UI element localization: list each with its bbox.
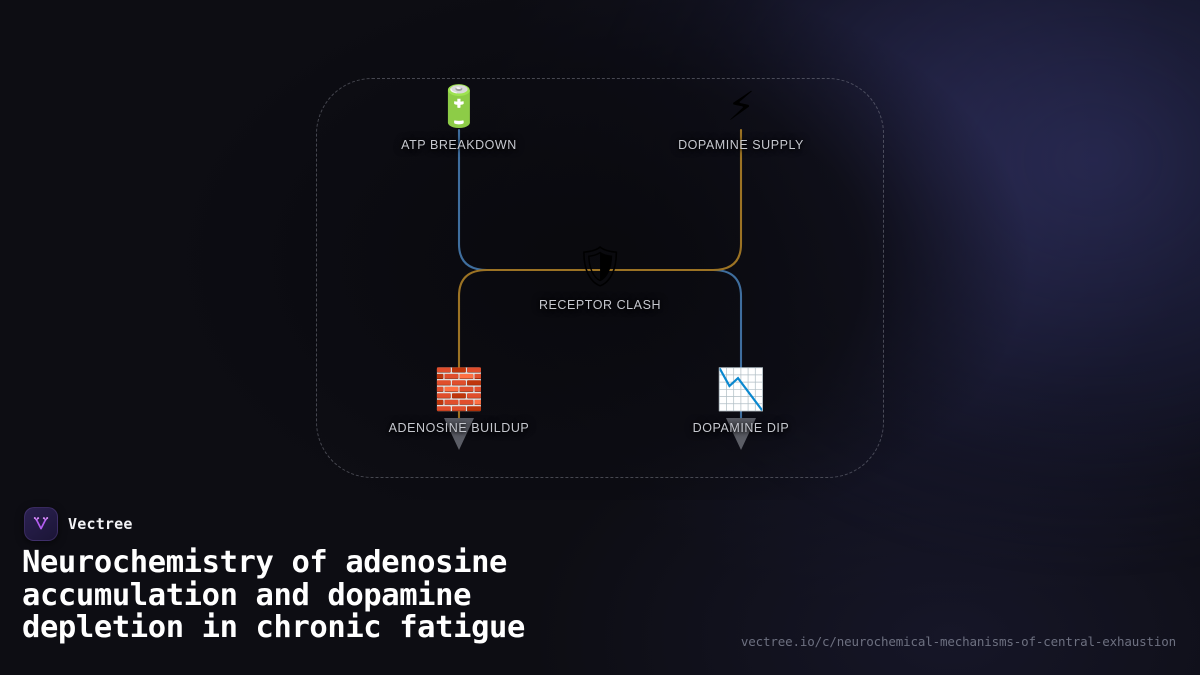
shield-icon: 🛡 xyxy=(574,244,626,290)
diagram-canvas-plate xyxy=(0,0,1200,500)
brick-wall-icon: 🧱 xyxy=(434,367,484,413)
brand-lockup[interactable]: Vectree xyxy=(24,507,133,541)
node-label-dopamine-supply: DOPAMINE SUPPLY xyxy=(678,138,804,152)
vectree-logo-badge xyxy=(24,507,58,541)
node-receptor-clash[interactable]: 🛡 RECEPTOR CLASH xyxy=(480,242,720,312)
vectree-v-tree-icon xyxy=(33,517,49,530)
node-atp-breakdown[interactable]: 🔋 ATP BREAKDOWN xyxy=(339,82,579,152)
diagram-edges-layer xyxy=(444,128,756,450)
source-url: vectree.io/c/neurochemical-mechanisms-of… xyxy=(740,634,1176,649)
high-voltage-icon: ⚡ xyxy=(726,84,756,130)
edge-dopamine-supply-to-adenosine-buildup xyxy=(457,128,743,420)
node-dopamine-supply[interactable]: ⚡ DOPAMINE SUPPLY xyxy=(621,82,861,152)
node-dopamine-dip[interactable]: 📉 DOPAMINE DIP xyxy=(621,365,861,435)
battery-icon: 🔋 xyxy=(434,84,484,130)
node-label-adenosine-buildup: ADENOSINE BUILDUP xyxy=(388,421,530,435)
node-label-receptor-clash: RECEPTOR CLASH xyxy=(538,298,662,312)
node-label-atp-breakdown: ATP BREAKDOWN xyxy=(401,138,517,152)
page-title: Neurochemistry of adenosine accumulation… xyxy=(22,545,525,645)
node-adenosine-buildup[interactable]: 🧱 ADENOSINE BUILDUP xyxy=(339,365,579,435)
footer: Vectree Neurochemistry of adenosine accu… xyxy=(0,495,1200,675)
chart-decreasing-icon: 📉 xyxy=(716,367,766,413)
brand-wordmark: Vectree xyxy=(68,515,133,533)
marker-dopamine-down-arrow xyxy=(726,418,756,450)
diagram-group-container xyxy=(316,78,884,478)
marker-adenosine-down-arrow xyxy=(444,418,474,450)
node-label-dopamine-dip: DOPAMINE DIP xyxy=(692,421,790,435)
